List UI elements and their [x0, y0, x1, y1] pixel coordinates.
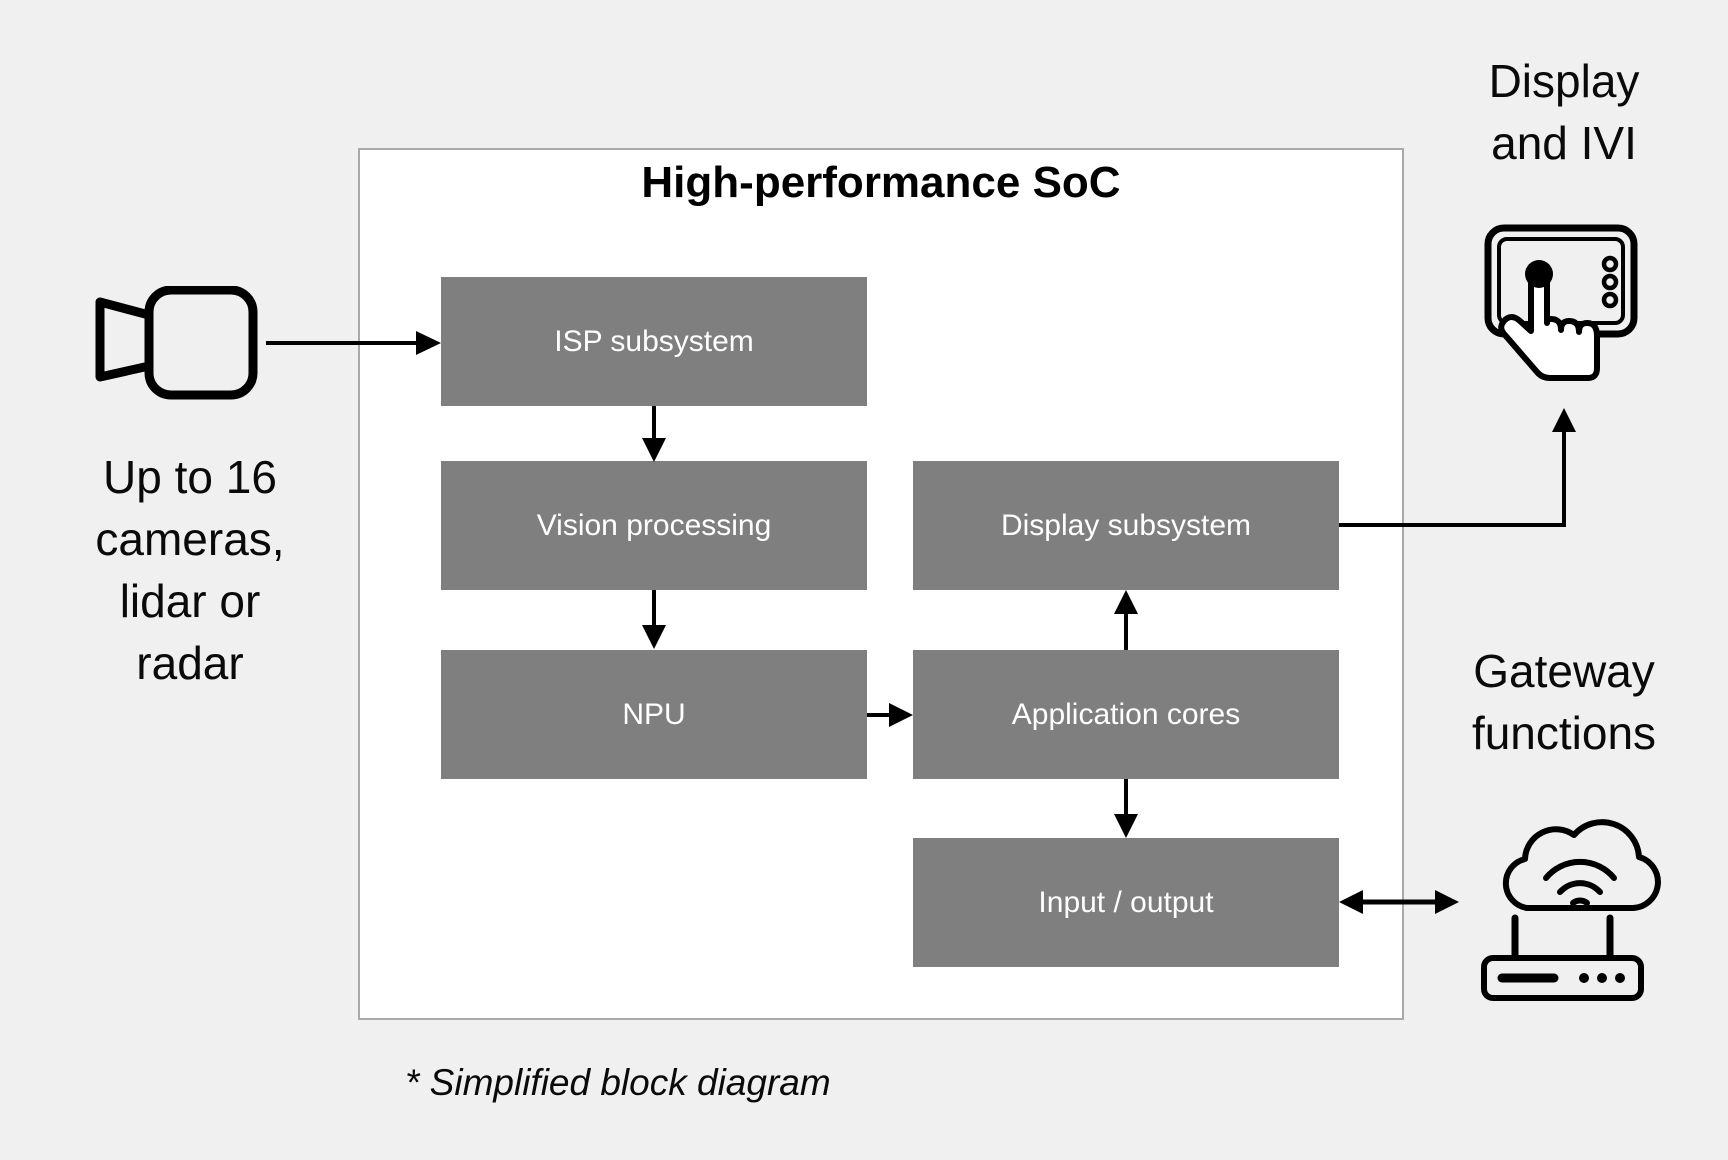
- cloud-router-icon: [1480, 800, 1680, 1007]
- block-app-label: Application cores: [1011, 697, 1241, 731]
- block-vision-label: Vision processing: [536, 508, 772, 542]
- block-display-subsystem: Display subsystem: [913, 461, 1339, 590]
- block-npu-label: NPU: [622, 697, 686, 731]
- display-ivi-label: Display and IVI: [1488, 55, 1640, 169]
- touchscreen-icon: [1484, 224, 1644, 391]
- block-isp-subsystem: ISP subsystem: [441, 277, 867, 406]
- soc-title: High-performance SoC: [641, 158, 1121, 207]
- block-npu: NPU: [441, 650, 867, 779]
- cameras-label: Up to 16 cameras, lidar or radar: [95, 451, 285, 689]
- block-display-label: Display subsystem: [1000, 508, 1252, 542]
- block-input-output: Input / output: [913, 838, 1339, 967]
- block-application-cores: Application cores: [913, 650, 1339, 779]
- block-io-label: Input / output: [1038, 885, 1214, 919]
- gateway-functions-label: Gateway functions: [1471, 645, 1657, 759]
- video-camera-icon: [93, 285, 263, 406]
- footnote: * Simplified block diagram: [405, 1062, 831, 1103]
- block-isp-label: ISP subsystem: [554, 324, 754, 358]
- block-vision-processing: Vision processing: [441, 461, 867, 590]
